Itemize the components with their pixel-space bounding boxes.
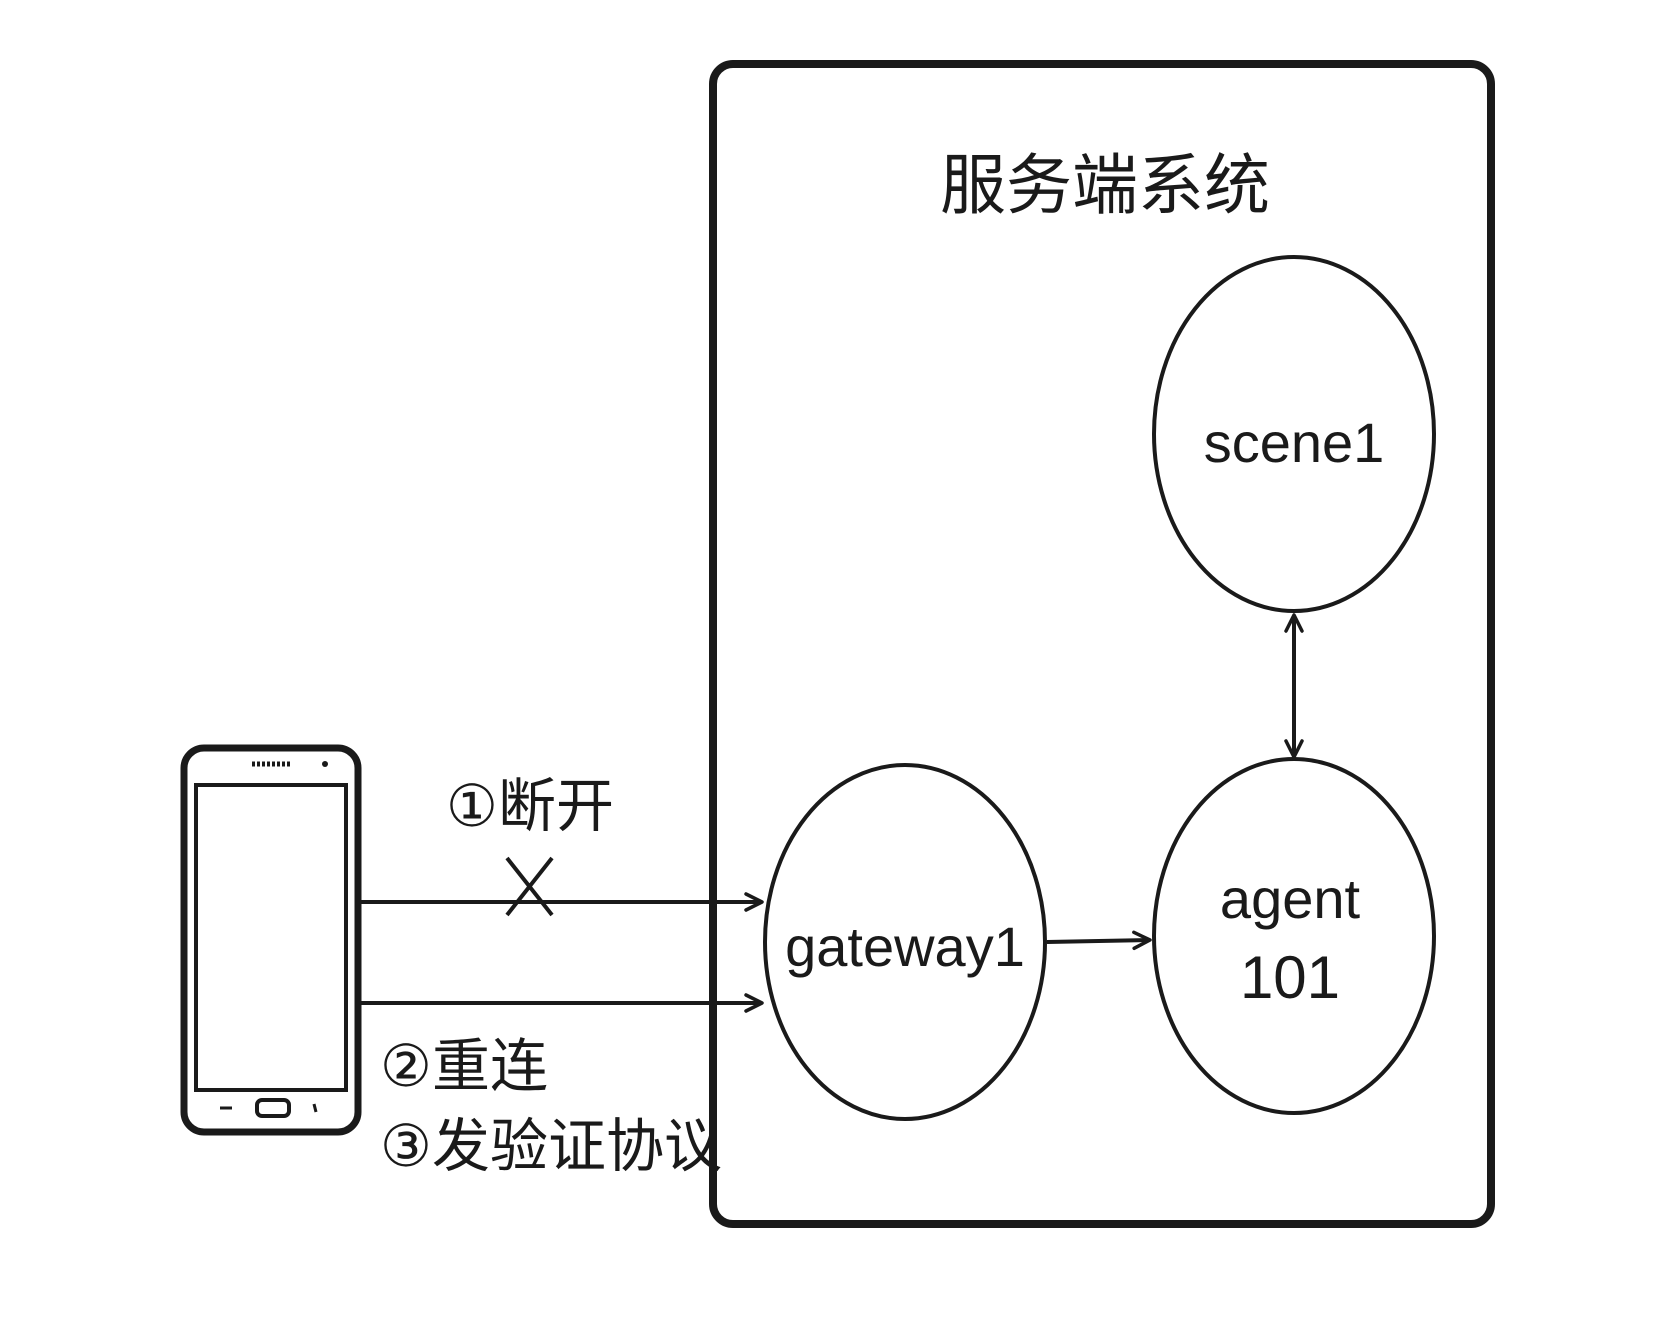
mobile-phone-icon <box>180 744 362 1136</box>
reconnect-label: ②重连 <box>380 1032 548 1100</box>
agent101-node: agent 101 <box>1152 757 1436 1115</box>
disconnect-label: ①断开 <box>446 772 614 840</box>
disconnect-cross-icon <box>505 856 554 917</box>
gateway1-node: gateway1 <box>763 763 1047 1121</box>
send-auth-label: ③发验证协议 <box>380 1112 722 1180</box>
server-system-title: 服务端系统 <box>940 147 1270 224</box>
gateway1-label: gateway1 <box>785 915 1025 978</box>
scene1-label: scene1 <box>1204 411 1385 474</box>
gateway-agent-arrow <box>1046 930 1152 951</box>
scene1-node: scene1 <box>1152 255 1436 613</box>
agent-label-line2: 101 <box>1240 944 1340 1011</box>
server-system-box <box>709 60 1495 1228</box>
agent-label-line1: agent <box>1220 867 1361 930</box>
